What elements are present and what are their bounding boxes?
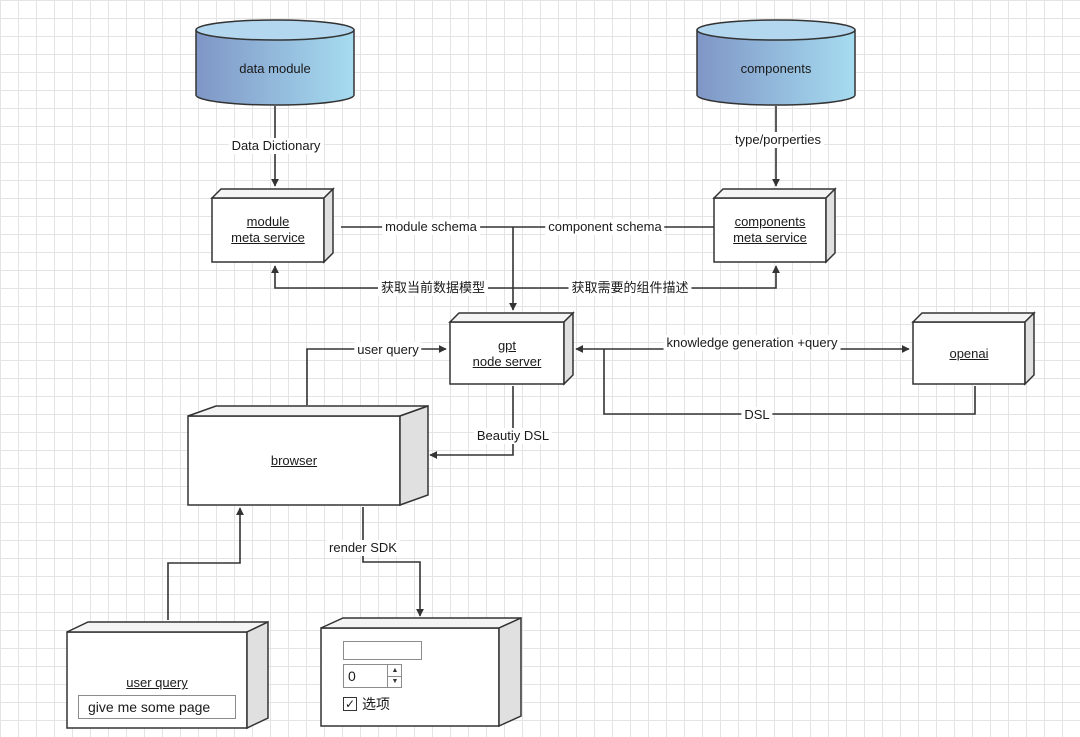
components-label: components: [740, 61, 812, 76]
module-meta-service-line2: meta service: [231, 230, 305, 245]
edge-beautify-dsl: [429, 386, 514, 459]
edge-label-component-schema: component schema: [545, 219, 665, 235]
rendered-number-stepper[interactable]: 0 ▲ ▼: [343, 664, 402, 688]
gpt-node-server-box: [448, 311, 575, 386]
stepper-buttons: ▲ ▼: [387, 665, 402, 687]
edge-render-sdk: [362, 507, 424, 617]
stepper-value: 0: [348, 668, 356, 684]
decrement-arrow-icon[interactable]: ▼: [391, 678, 399, 685]
components-meta-service-line1: components: [734, 214, 806, 229]
browser-box: [187, 404, 429, 507]
openai-label: openai: [949, 346, 989, 361]
components-cylinder: [696, 19, 856, 106]
browser-label: browser: [270, 453, 318, 468]
components-meta-service-line2: meta service: [733, 230, 807, 245]
edge-label-knowledge-generation: knowledge generation +query: [663, 335, 841, 351]
increment-arrow-icon[interactable]: ▲: [388, 665, 402, 677]
edge-user-query-to-browser: [167, 507, 244, 620]
gpt-node-server-line2: node server: [472, 354, 542, 369]
edge-label-render-sdk: render SDK: [326, 540, 400, 556]
edge-label-user-query: user query: [354, 342, 422, 358]
edge-label-get-component-desc: 获取需要的组件描述: [568, 280, 692, 296]
openai-box: [911, 311, 1036, 386]
rendered-text-input[interactable]: [343, 641, 422, 660]
edge-label-beautify-dsl: Beautiy DSL: [473, 428, 553, 444]
components-meta-service-box: [712, 187, 837, 264]
edge-label-dsl: DSL: [741, 407, 773, 423]
gpt-node-server-line1: gpt: [497, 338, 517, 353]
edge-label-data-dictionary: Data Dictionary: [228, 138, 324, 154]
data-module-label: data module: [239, 61, 311, 76]
edge-label-module-schema: module schema: [382, 219, 480, 235]
user-query-input[interactable]: give me some page: [78, 695, 236, 719]
data-module-cylinder: [195, 19, 355, 106]
module-meta-service-box: [210, 187, 335, 264]
rendered-checkbox-label: 选项: [362, 696, 390, 712]
edge-label-type-properties: type/porperties: [732, 132, 824, 148]
rendered-checkbox[interactable]: ✓: [343, 697, 357, 711]
user-query-box-label: user query: [126, 675, 188, 690]
edge-label-get-data-model: 获取当前数据模型: [377, 280, 489, 296]
module-meta-service-line1: module: [246, 214, 290, 229]
edge-dsl: [603, 349, 976, 415]
